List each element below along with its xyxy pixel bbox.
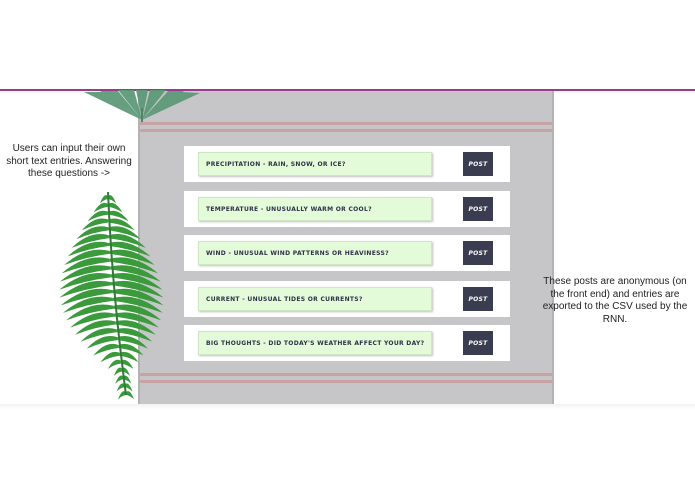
fern-leaflet: [119, 351, 139, 363]
fern-leaflet: [76, 226, 109, 240]
submission-panel: Precipitation - rain, snow, or ice? Post…: [138, 91, 554, 404]
post-button[interactable]: Post: [463, 331, 493, 355]
fern-leaflet: [115, 320, 156, 335]
fern-leaflet: [74, 320, 116, 335]
fern-leaflet: [59, 273, 111, 290]
fern-leaflet: [108, 359, 121, 369]
fern-leaflet: [116, 383, 125, 392]
entry-placeholder: Precipitation - rain, snow, or ice?: [206, 160, 346, 168]
panel-stripe: [140, 122, 552, 125]
panel-stripe: [140, 380, 552, 383]
post-button[interactable]: Post: [463, 287, 493, 311]
fern-leaflet: [67, 241, 110, 257]
fern-leaflet: [81, 218, 109, 231]
big-thoughts-input[interactable]: Big Thoughts - did today's weather affec…: [198, 331, 432, 355]
entry-row-wind: Wind - unusual wind patterns or heavines…: [184, 235, 510, 271]
fern-leaflet: [112, 288, 164, 306]
fern-leaflet: [116, 328, 153, 342]
entry-row-precipitation: Precipitation - rain, snow, or ice? Post: [184, 146, 510, 182]
temperature-input[interactable]: Temperature - unusually warm or cool?: [198, 197, 432, 221]
wind-input[interactable]: Wind - unusual wind patterns or heavines…: [198, 241, 432, 265]
post-button[interactable]: Post: [463, 241, 493, 265]
fern-leaflet: [120, 359, 134, 369]
precipitation-input[interactable]: Precipitation - rain, snow, or ice?: [198, 152, 432, 176]
fern-leaflet: [109, 257, 159, 274]
fern-leaflet: [70, 312, 115, 328]
fern-leaflet: [109, 241, 151, 257]
fern-leaflet: [64, 249, 110, 266]
fern-leaflet: [108, 195, 116, 204]
bottom-shadow: [0, 404, 695, 410]
right-annotation: These posts are anonymous (on the front …: [542, 276, 688, 325]
fern-leaflet: [123, 375, 132, 384]
fern-leaflet: [108, 226, 141, 240]
entry-row-big-thoughts: Big Thoughts - did today's weather affec…: [184, 325, 510, 361]
fern-leaflet: [87, 210, 109, 222]
fern-leaflet: [118, 391, 126, 400]
fern-leaflet: [86, 336, 118, 349]
entry-row-temperature: Temperature - unusually warm or cool? Po…: [184, 191, 510, 227]
entry-row-current: Current - unusual tides or currents? Pos…: [184, 281, 510, 317]
fern-leaflet: [124, 383, 133, 392]
fern-leaflet: [117, 336, 148, 349]
panel-stripe: [140, 129, 552, 132]
current-input[interactable]: Current - unusual tides or currents?: [198, 287, 432, 311]
fern-leaflet: [114, 312, 159, 328]
palm-leaf-icon: [84, 90, 200, 122]
fern-leaflet: [108, 210, 129, 222]
entry-placeholder: Big Thoughts - did today's weather affec…: [206, 339, 425, 347]
top-divider: [0, 89, 695, 91]
fern-leaflet: [126, 391, 134, 400]
fern-leaflet: [113, 304, 162, 321]
post-button[interactable]: Post: [463, 197, 493, 221]
fern-leaflet: [59, 280, 112, 298]
fern-leaflet: [110, 265, 161, 282]
fern-leaflet: [111, 280, 164, 298]
fern-leaflet: [108, 234, 146, 248]
fern-leaflet: [60, 288, 113, 306]
entry-placeholder: Temperature - unusually warm or cool?: [206, 205, 372, 213]
left-annotation: Users can input their own short text ent…: [6, 143, 132, 179]
fern-leaflet: [62, 296, 113, 313]
post-button[interactable]: Post: [463, 152, 493, 176]
fern-icon: [59, 191, 164, 400]
entry-placeholder: Wind - unusual wind patterns or heavines…: [206, 249, 389, 257]
fern-leaflet: [80, 328, 117, 342]
fern-leaflet: [100, 195, 108, 204]
fern-leaflet: [59, 265, 111, 282]
fern-leaflet: [100, 351, 120, 363]
fern-leaflet: [93, 202, 109, 213]
fern-leaflet: [109, 249, 155, 266]
fern-leaflet: [113, 367, 122, 376]
fern-leaflet: [112, 296, 163, 313]
fern-leaflet: [115, 375, 124, 384]
fern-leaflet: [108, 218, 135, 231]
fern-leaflet: [93, 343, 119, 356]
fern-leaflet: [61, 257, 110, 274]
fern-leaflet: [110, 273, 163, 290]
fern-leaflet: [118, 343, 144, 356]
entry-placeholder: Current - unusual tides or currents?: [206, 295, 363, 303]
panel-stripe: [140, 373, 552, 376]
fern-leaflet: [71, 234, 109, 248]
fern-leaflet: [121, 367, 130, 376]
fern-leaflet: [66, 304, 114, 321]
fern-leaflet: [108, 202, 123, 213]
